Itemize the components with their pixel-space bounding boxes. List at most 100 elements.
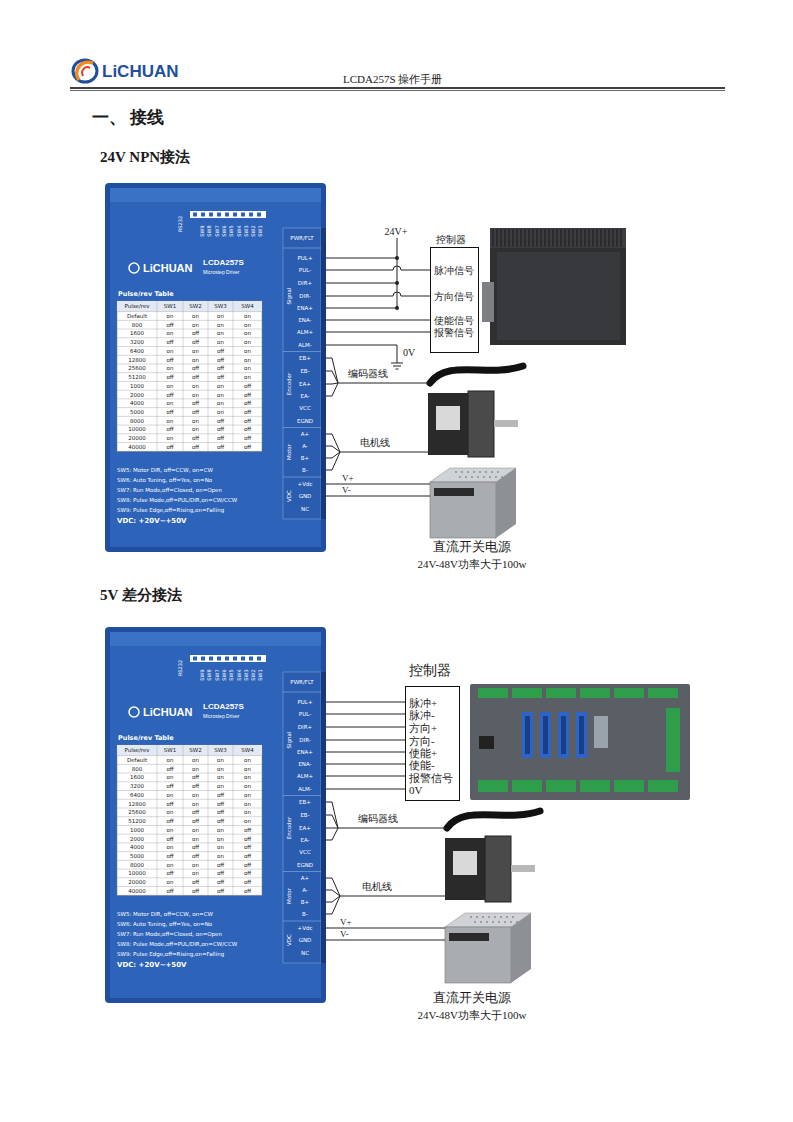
plc-rib [529, 229, 530, 247]
diagram-label: on [192, 356, 199, 362]
diagram-label: Encoder [286, 817, 292, 840]
driver-illustration [105, 627, 326, 1003]
diagram-label: on [167, 809, 174, 815]
diagram-label: off [192, 330, 199, 336]
driver-logo [129, 263, 139, 273]
node-text: 24V-48V功率大于100w [418, 1009, 527, 1022]
terminal-divider [283, 921, 321, 922]
power-supply: 直流开关电源24V-48V功率大于100w [445, 913, 531, 983]
diagram-label: on [192, 383, 199, 389]
diagram-label: off [166, 444, 173, 450]
db9-connector [594, 716, 608, 748]
terminal-block [648, 688, 678, 698]
encoder-wire [326, 802, 338, 828]
diagram-label: RS232 [178, 216, 184, 232]
diagram-label: SW5 [229, 225, 235, 236]
diagram-label: 4000 [130, 400, 144, 406]
diagram-label: 5000 [130, 409, 144, 415]
diagram-label: off [244, 835, 251, 841]
dip-switch-window [190, 655, 266, 662]
psu-vent [461, 471, 463, 473]
diagram-label: off [244, 827, 251, 833]
diagram-title: 一、 接线 [92, 108, 164, 128]
diagram-label: SW4 [241, 303, 253, 309]
terminal-block [648, 780, 678, 792]
table-rule [208, 745, 209, 895]
diagram-label: SW6: Auto Tuning, off=Yes, on=No [117, 921, 212, 927]
motor-wire [326, 446, 340, 452]
diagram-label: off [244, 870, 251, 876]
terminal-block [478, 780, 508, 792]
node-text: 方向信号 [434, 291, 474, 303]
diagram-label: SW1 [259, 225, 265, 236]
diagram-label: off [166, 835, 173, 841]
plc-rib [521, 229, 522, 247]
diagram-label: off [244, 862, 251, 868]
motor-cable [447, 811, 540, 828]
diagram-label: on [217, 330, 224, 336]
diagram-label: Pulse/rev Table [118, 291, 174, 298]
diagram-label: 5V 差分接法 [100, 587, 182, 604]
diagram-label: on [192, 426, 199, 432]
diagram-label: on [167, 862, 174, 868]
encoder-cable [338, 828, 447, 829]
diagram-label: off [217, 879, 224, 885]
psu-vent [483, 476, 485, 478]
diagram-label: on [244, 348, 251, 354]
driver-top-band [110, 188, 321, 202]
diagram-label: off [166, 870, 173, 876]
diagram-label: off [192, 783, 199, 789]
diagram-label: Pulse/rev [124, 303, 149, 309]
diagram-label: SW6 [222, 225, 228, 236]
node-text: 控制器 [409, 663, 451, 679]
diagram-label: on [167, 348, 174, 354]
encoder-wire [326, 371, 338, 383]
diagram-label: on [192, 827, 199, 833]
table-rule [117, 860, 262, 861]
diagram-label: PUL+ [297, 699, 312, 705]
diagram-label: B+ [301, 899, 309, 905]
diagram-label: 800 [132, 322, 143, 328]
diagram-label: on [244, 330, 251, 336]
diagram-label: 12800 [128, 800, 146, 806]
diagram-label: on [244, 322, 251, 328]
diagram-label: 20000 [128, 879, 146, 885]
diagram-label: on [192, 835, 199, 841]
diagram-label: EB- [300, 368, 309, 374]
motor-wire [326, 452, 340, 470]
plc-cable [482, 282, 494, 322]
diagram-label: NC [301, 950, 309, 956]
diagram-label: +Vdc [298, 481, 313, 487]
terminal-block [546, 688, 576, 698]
diagram-label: SW3 [244, 225, 250, 236]
diagram-label: 2000 [130, 391, 144, 397]
table-rule [117, 781, 262, 782]
diagram-label: 40000 [128, 888, 146, 894]
diagram-label: SW7: Run Mode,off=Closed, on=Open [117, 487, 222, 493]
diagram-label: VDC: +20V~+50V [117, 517, 187, 525]
plc-rib [609, 229, 610, 247]
diagram-label: V- [342, 485, 351, 495]
diagram-label: on [167, 792, 174, 798]
diagram-label: Signal [286, 732, 292, 749]
table-rule [117, 451, 262, 452]
diagram-label: B- [302, 911, 308, 917]
table-rule [117, 425, 262, 426]
plc-rib [573, 229, 574, 247]
encoder-wire [326, 815, 338, 828]
diagram-label: off [192, 409, 199, 415]
driver-body [110, 632, 321, 998]
psu-vent [465, 476, 467, 478]
diagram-label: on [244, 774, 251, 780]
driver-box: LiCHUANLCDA257SMicrostep Driver [105, 183, 326, 552]
diagram-label: A- [302, 887, 308, 893]
power-wire [326, 940, 445, 941]
dip-switch [225, 657, 229, 661]
signal-wire [326, 702, 405, 703]
table-rule [117, 372, 262, 373]
node-text: 报警信号 [434, 327, 474, 339]
diagram-label: on [244, 766, 251, 772]
node-text: 0V [409, 784, 422, 797]
power-supply-illustration [430, 468, 516, 538]
diagram-label: 电机线 [360, 437, 390, 449]
